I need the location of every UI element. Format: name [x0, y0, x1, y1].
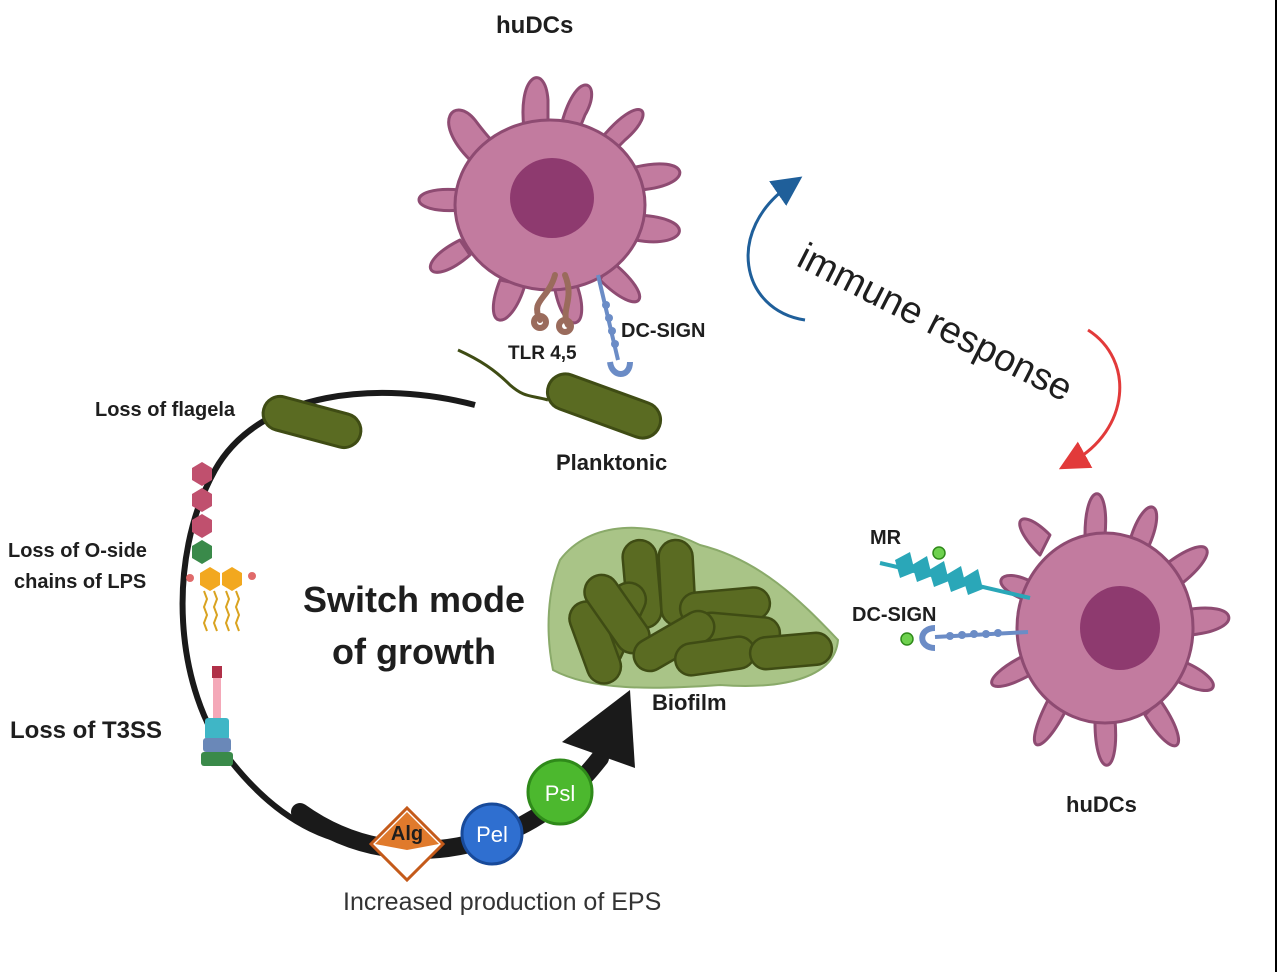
pel-badge-icon: [460, 802, 524, 866]
loss-flagela-label: Loss of flagela: [95, 399, 236, 421]
alg-badge-icon: [368, 805, 446, 883]
loss-t3ss-label: Loss of T3SS: [10, 717, 163, 744]
biofilm-icon: [547, 526, 840, 689]
switch-mode-title: Switch mode of growth: [286, 574, 542, 678]
immune-arrow-blue: [746, 176, 806, 322]
tlr-receptor-icon: [531, 272, 574, 335]
psl-label: Psl: [545, 781, 576, 806]
switch-mode-line1: Switch mode: [302, 579, 526, 620]
pel-label: Pel: [476, 822, 508, 847]
mannose-receptor-icon: [879, 546, 1031, 600]
lps-chain-icon: [186, 462, 256, 632]
psl-badge-icon: [526, 758, 594, 826]
dc-sign-receptor-top-icon: [596, 274, 633, 377]
switch-mode-line2: of growth: [332, 631, 496, 672]
dendritic-cell-right-icon: [990, 492, 1231, 767]
planktonic-bacterium-icon: [457, 348, 663, 440]
dc-sign-receptor-right-icon: [900, 625, 1029, 651]
eps-arrowhead: [562, 690, 635, 768]
mr-label: MR: [870, 527, 902, 549]
growth-cycle-arc: [179, 389, 476, 848]
planktonic-label: Planktonic: [556, 450, 668, 475]
loss-lps-label-line1: Loss of O-side: [8, 540, 147, 562]
biofilm-label: Biofilm: [652, 690, 727, 715]
dc-sign-top-label: DC-SIGN: [621, 320, 706, 342]
dendritic-cell-top-icon: [417, 76, 682, 325]
tlr-label: TLR 4,5: [508, 343, 577, 364]
immune-response-label: immune response: [791, 236, 1079, 411]
flagella-loss-bacterium-icon: [261, 394, 363, 450]
eps-caption: Increased production of EPS: [343, 888, 662, 916]
hudcs-top-label: huDCs: [496, 12, 574, 39]
alg-label: Alg: [391, 823, 423, 845]
right-border-line: [1275, 0, 1277, 972]
immune-arrow-red: [1058, 328, 1122, 470]
t3ss-needle-icon: [201, 666, 233, 766]
loss-lps-label-line2: chains of LPS: [14, 571, 147, 593]
dc-sign-right-label: DC-SIGN: [852, 604, 937, 626]
hudcs-right-label: huDCs: [1066, 792, 1137, 817]
